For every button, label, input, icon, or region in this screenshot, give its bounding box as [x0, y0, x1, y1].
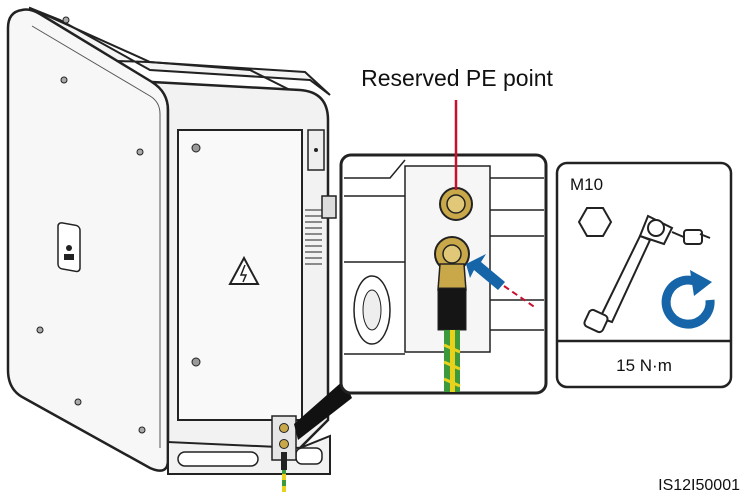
zoom-connector — [294, 380, 352, 440]
pe-bolt-with-lug — [434, 236, 470, 291]
detail-panel — [339, 153, 548, 395]
torque-label: 15 N·m — [616, 356, 672, 375]
tool-panel: M10 15 N·m — [555, 161, 733, 389]
hex-nut-icon — [577, 207, 613, 237]
warning-icon — [228, 255, 260, 285]
reserved-pe-point-label: Reserved PE point — [361, 65, 553, 91]
figure-id: IS12I50001 — [658, 477, 740, 494]
inverter-front-panel — [6, 8, 170, 472]
reserved-pe-bolt — [439, 187, 473, 221]
side-vents — [305, 209, 322, 265]
clockwise-arrow-icon — [661, 270, 715, 329]
inverter-unit — [6, 6, 337, 492]
ground-cable — [437, 287, 467, 392]
bolt-size-label: M10 — [570, 175, 603, 194]
torque-wrench-icon — [583, 214, 711, 334]
front-label-plate — [57, 222, 81, 273]
small-ground-terminal — [271, 415, 297, 492]
insert-arrow-icon — [466, 254, 537, 309]
